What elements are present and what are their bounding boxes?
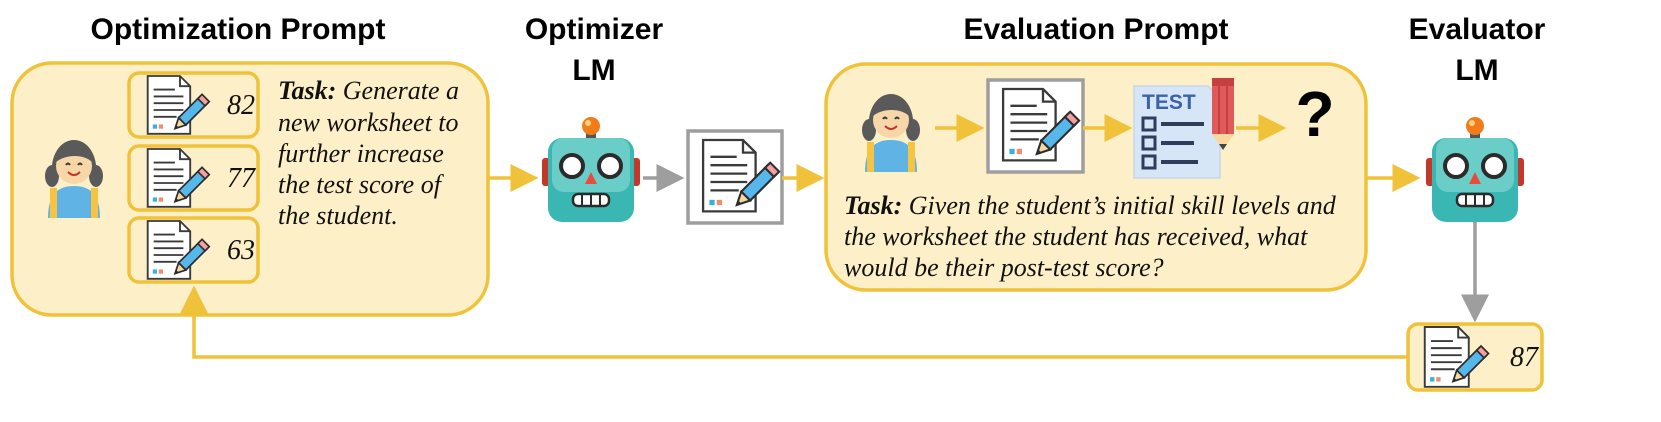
robot-icon [540, 115, 642, 224]
task-label: Task: [844, 191, 902, 220]
task-line-3: would be their post-test score? [844, 253, 1164, 282]
feedback-loop-arrow [180, 285, 1408, 359]
evaluation-prompt-heading: Evaluation Prompt [963, 13, 1228, 46]
task-label: Task: [278, 76, 336, 105]
optimizer-heading-line1: Optimizer [525, 13, 664, 46]
task-line-2: the worksheet the student has received, … [844, 222, 1308, 251]
task-line-1: Generate a [336, 76, 459, 105]
question-icon: ? [1295, 78, 1334, 150]
task-line-3: further increase [278, 139, 444, 168]
task-line-4: the test score of [278, 170, 445, 199]
result-score: 87 [1510, 342, 1539, 373]
task-line-1: Given the student’s initial skill levels… [902, 191, 1337, 220]
evaluator-heading-line2: LM [1455, 54, 1498, 87]
worksheet-score: 82 [227, 90, 255, 121]
task-line-2: new worksheet to [278, 108, 459, 137]
worksheet-score: 77 [227, 163, 256, 194]
test-label: TEST [1142, 91, 1196, 114]
worksheet-score: 63 [227, 235, 255, 266]
optimizer-heading-line2: LM [572, 54, 615, 87]
test-icon: TEST [1133, 78, 1234, 179]
optimization-prompt-heading: Optimization Prompt [91, 13, 386, 46]
result-worksheet-card: 87 [1406, 322, 1544, 392]
task-line-5: the student. [278, 201, 398, 230]
worksheet-card-3: 63 [127, 216, 260, 284]
evaluator-heading-line1: Evaluator [1409, 13, 1546, 46]
evaluation-task-text: Task: Given the student’s initial skill … [844, 191, 1342, 282]
robot-icon [1424, 115, 1526, 224]
worksheet-card-1: 82 [127, 71, 260, 139]
worksheet-card-2: 77 [127, 144, 260, 212]
optimization-task-text: Task: Generate a new worksheet to furthe… [278, 76, 466, 230]
